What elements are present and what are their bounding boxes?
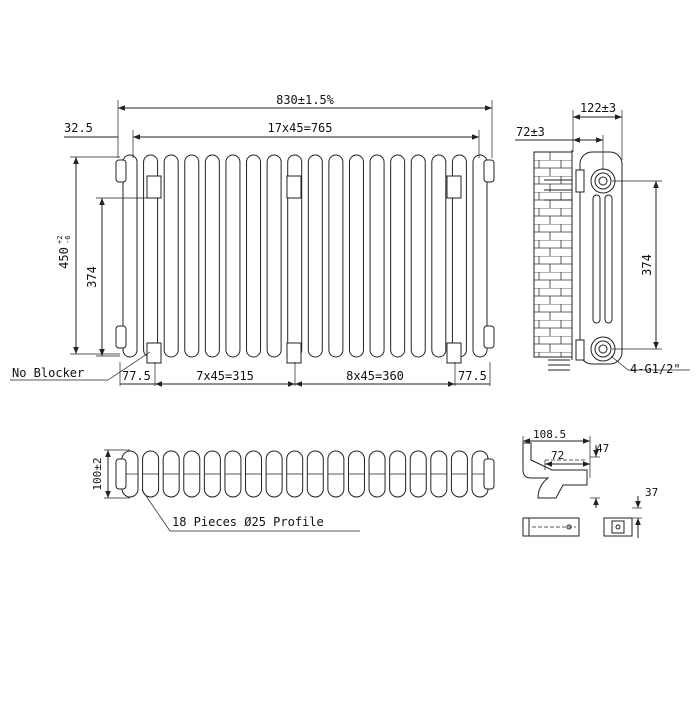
- front-view: 830±1.5% 17x45=765 32.5 450 +2 -6 374 No…: [10, 93, 495, 387]
- overall-width-label: 830±1.5%: [276, 93, 335, 107]
- bracket-foot-label: 37: [645, 486, 658, 499]
- svg-text:450: 450: [57, 247, 71, 269]
- radiator-column: [328, 154, 344, 358]
- radiator-column: [390, 154, 406, 358]
- radiator-column: [307, 154, 323, 358]
- no-blocker-label: No Blocker: [12, 366, 84, 380]
- column-pitch-label: 17x45=765: [267, 121, 332, 135]
- top-columns: [121, 450, 489, 498]
- bottom-span-right-label: 8x45=360: [346, 369, 404, 383]
- side-view: 122±3 72±3 374 4-G1/2": [515, 101, 690, 376]
- radiator-column: [431, 154, 447, 358]
- top-depth-label: 100±2: [91, 457, 104, 490]
- bracket-height-label: 47: [596, 442, 609, 455]
- front-columns: [122, 154, 488, 358]
- side-pipe-centres-label: 374: [640, 254, 654, 276]
- radiator-column: [472, 154, 488, 358]
- front-brackets: [146, 175, 462, 364]
- radiator-column: [184, 154, 200, 358]
- radiator-column: [163, 154, 179, 358]
- radiator-column: [410, 154, 426, 358]
- overall-height-label: 450 +2 -6: [56, 236, 72, 269]
- radiator-column: [266, 154, 282, 358]
- bracket-detail: 108.5 72 47 37: [522, 428, 658, 538]
- front-pipe-centres-label: 374: [85, 266, 99, 288]
- radiator-column: [204, 154, 220, 358]
- top-view: 100±2 18 Pieces Ø25 Profile: [91, 449, 495, 532]
- radiator-column: [348, 154, 364, 358]
- bracket-length-label: 108.5: [533, 428, 566, 441]
- radiator-column: [369, 154, 385, 358]
- radiator-column: [246, 154, 262, 358]
- side-depth-label: 122±3: [580, 101, 616, 115]
- radiator-column: [122, 154, 138, 358]
- wall-bricks: [533, 151, 573, 358]
- bottom-right-offset-label: 77.5: [458, 369, 487, 383]
- bottom-span-left-label: 7x45=315: [196, 369, 254, 383]
- bracket-inner-label: 72: [551, 449, 564, 462]
- side-bracket-screws: [544, 179, 572, 371]
- front-end-caps: [115, 159, 495, 349]
- profile-label: 18 Pieces Ø25 Profile: [172, 515, 324, 529]
- side-offset-label: 32.5: [64, 121, 93, 135]
- connections-label: 4-G1/2": [630, 362, 681, 376]
- radiator-column: [225, 154, 241, 358]
- svg-text:-6: -6: [64, 236, 72, 244]
- bottom-left-offset-label: 77.5: [122, 369, 151, 383]
- svg-text:+2: +2: [56, 236, 64, 244]
- wall-offset-label: 72±3: [516, 125, 545, 139]
